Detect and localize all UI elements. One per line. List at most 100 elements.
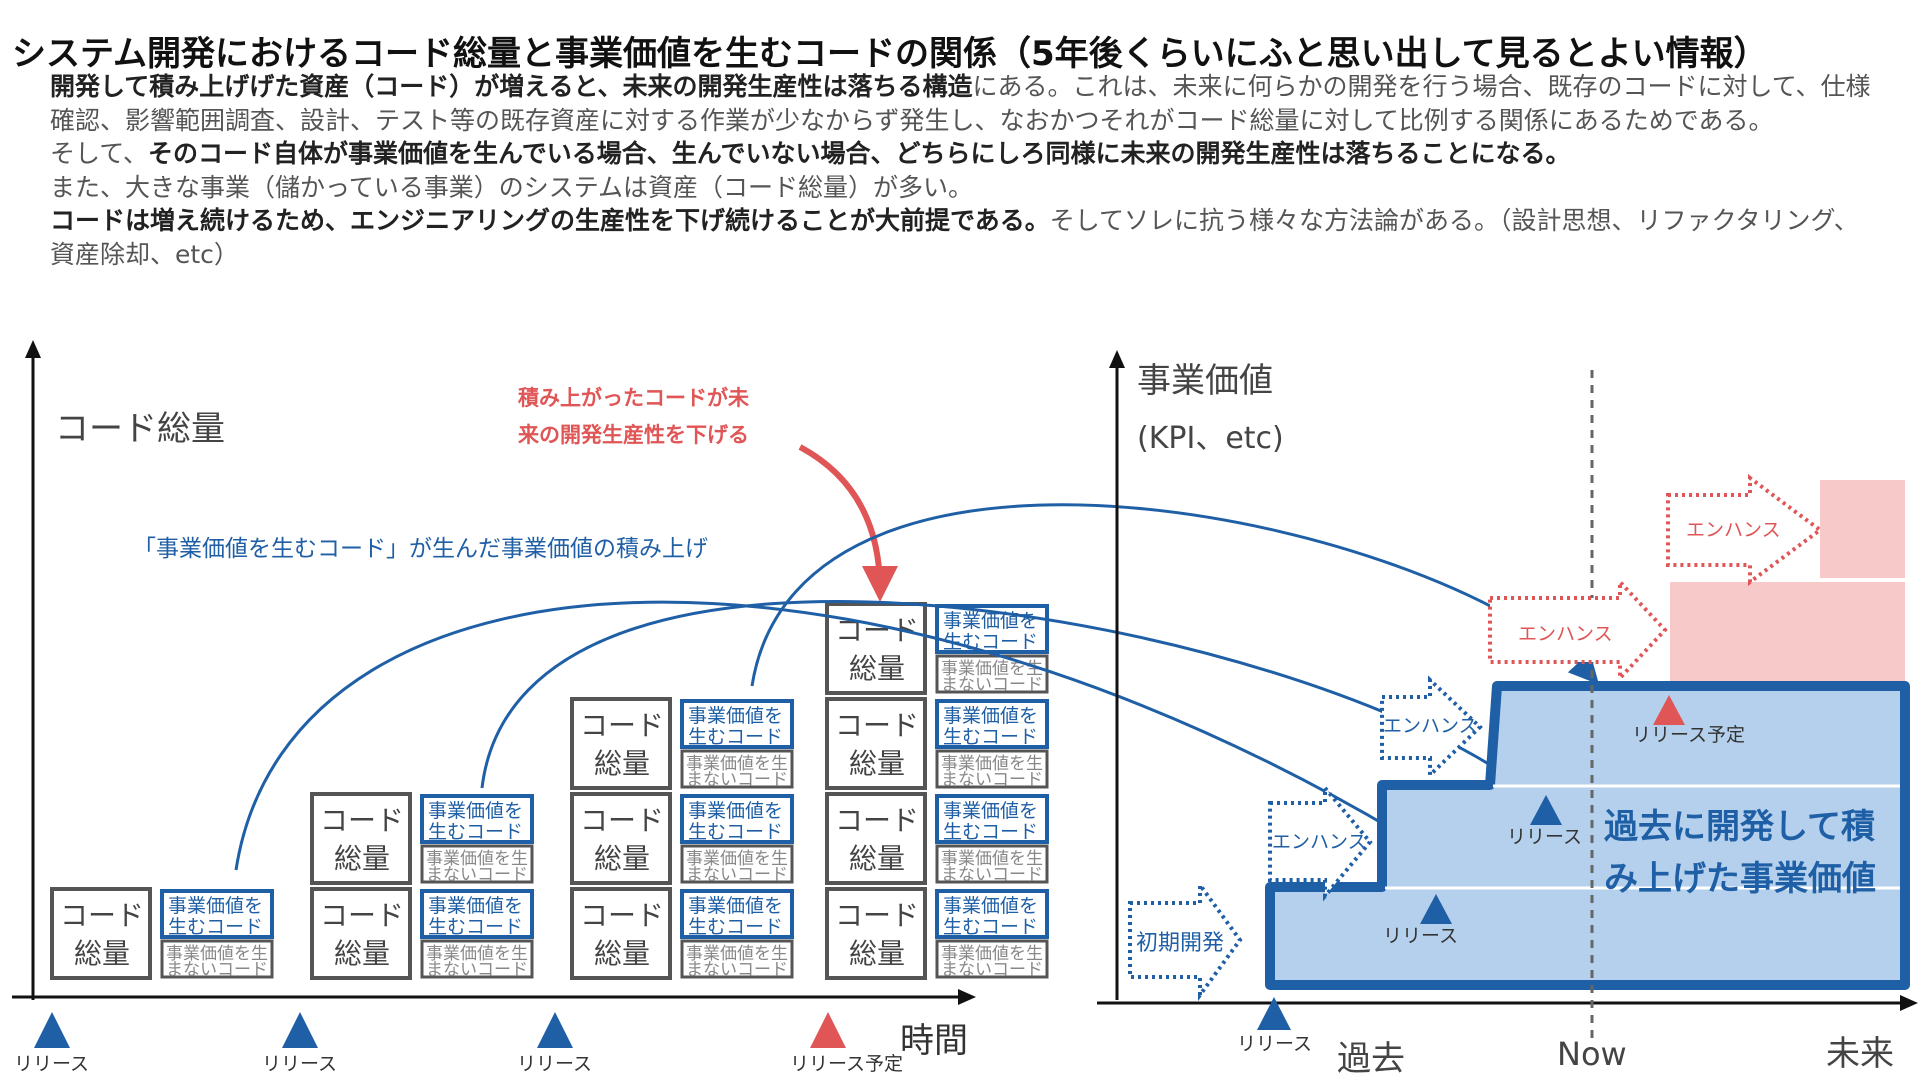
right-release-planned: リリース予定 [1632, 695, 1745, 746]
code-total-label-line2: 総量 [74, 937, 130, 970]
code-stacks: コード総量事業価値を生むコード事業価値を生まないコードコード総量事業価値を生むコ… [50, 602, 1049, 980]
future-value-block-2 [1820, 480, 1905, 578]
code-total-label-line2: 総量 [594, 842, 650, 875]
code-total-label-line2: 総量 [849, 747, 905, 780]
planned-release-marker-icon [1653, 695, 1685, 725]
right-chart: 事業価値 (KPI、etc) 過去 Now 未来 初期開発 エンハンス エンハン… [1097, 350, 1918, 1079]
nonvalue-code-label-line2: まないコード [166, 960, 268, 980]
value-code-label-line1: 事業価値を [428, 895, 523, 917]
nonvalue-code-label-line1: 事業価値を生 [941, 754, 1043, 774]
code-total-label-line1: コード [580, 804, 664, 837]
nonvalue-code-label-line1: 事業価値を生 [941, 849, 1043, 869]
enhance-label-3: エンハンス [1518, 623, 1613, 645]
planned-release-label: リリース予定 [790, 1053, 903, 1075]
nonvalue-code-label-line2: まないコード [941, 960, 1043, 980]
initial-dev-arrow: 初期開発 [1128, 878, 1243, 1002]
code-total-label-line2: 総量 [849, 842, 905, 875]
nonvalue-code-box [680, 844, 794, 884]
value-code-box [935, 794, 1049, 844]
release-marker-icon [1420, 894, 1452, 924]
value-code-label-line1: 事業価値を [943, 800, 1038, 822]
value-code-label-line2: 生むコード [168, 916, 263, 938]
value-code-label-line1: 事業価値を [943, 705, 1038, 727]
code-total-box [570, 887, 672, 980]
value-code-box [935, 889, 1049, 939]
code-total-label-line1: コード [835, 709, 919, 742]
release-label: リリース [1237, 1033, 1312, 1055]
description-paragraph-1: 開発して積み上げげた資産（コード）が増えると、未来の開発生産性は落ちる構造にある… [50, 72, 1871, 135]
nonvalue-code-label-line1: 事業価値を生 [686, 754, 788, 774]
nonvalue-code-box [935, 654, 1049, 694]
description-paragraph-4: コードは増え続けるため、エンジニアリングの生産性を下げ続けることが大前提である。… [50, 206, 1859, 269]
nonvalue-code-label-line1: 事業価値を生 [686, 849, 788, 869]
nonvalue-code-box [160, 939, 274, 979]
release-label: リリース [262, 1053, 337, 1075]
value-code-label-line1: 事業価値を [168, 895, 263, 917]
red-note-line2: 来の開発生産性を下げる [518, 423, 749, 447]
value-code-label-line2: 生むコード [943, 821, 1038, 843]
nonvalue-code-label-line2: まないコード [426, 865, 528, 885]
enhance-arrow-1: エンハンス [1268, 782, 1373, 902]
enhance-label-4: エンハンス [1686, 519, 1781, 541]
code-total-label-line1: コード [60, 899, 144, 932]
code-total-box [825, 887, 927, 980]
right-release-axis: リリース [1237, 997, 1312, 1055]
planned-release-label: リリース予定 [1632, 724, 1745, 746]
right-x-axis-arrow-icon [1900, 995, 1918, 1011]
value-code-label-line2: 生むコード [943, 726, 1038, 748]
code-total-label-line2: 総量 [594, 937, 650, 970]
red-note-arrow [798, 444, 898, 602]
nonvalue-code-label-line2: まないコード [686, 770, 788, 790]
release-marker-icon [537, 1012, 573, 1048]
left-x-axis-arrow-icon [958, 989, 976, 1005]
enhance-arrow-2: エンハンス [1380, 675, 1483, 780]
nonvalue-code-label-line2: まないコード [686, 865, 788, 885]
nonvalue-code-box [935, 844, 1049, 884]
release-marker-icon [34, 1012, 70, 1048]
release-label: リリース [1383, 925, 1458, 947]
nonvalue-code-label-line1: 事業価値を生 [166, 944, 268, 964]
nonvalue-code-box [420, 939, 534, 979]
code-total-label-line2: 総量 [849, 937, 905, 970]
value-code-box [160, 889, 274, 939]
nonvalue-code-label-line1: 事業価値を生 [686, 944, 788, 964]
code-total-label-line1: コード [580, 709, 664, 742]
code-total-box [825, 792, 927, 885]
x-label-past: 過去 [1337, 1039, 1405, 1079]
value-code-label-line2: 生むコード [943, 916, 1038, 938]
code-total-box [310, 792, 412, 885]
nonvalue-code-label-line2: まないコード [941, 865, 1043, 885]
red-note-line1: 積み上がったコードが未 [518, 386, 749, 410]
value-code-box [420, 794, 534, 844]
nonvalue-code-box [420, 844, 534, 884]
code-total-label-line1: コード [320, 899, 404, 932]
code-total-box [825, 697, 927, 790]
value-code-label-line1: 事業価値を [943, 610, 1038, 632]
code-total-label-line1: コード [835, 899, 919, 932]
release-marker-icon [282, 1012, 318, 1048]
nonvalue-code-box [935, 939, 1049, 979]
right-y-label-line1: 事業価値 [1137, 361, 1273, 401]
code-total-label-line1: コード [580, 899, 664, 932]
value-code-box [935, 699, 1049, 749]
value-code-label-line1: 事業価値を [688, 895, 783, 917]
code-total-label-line1: コード [835, 804, 919, 837]
planned-release-marker-icon [810, 1012, 846, 1048]
accumulated-value-label-line1: 過去に開発して積 [1604, 807, 1875, 847]
blue-note: 「事業価値を生むコード」が生んだ事業価値の積み上げ [133, 536, 708, 562]
value-code-label-line2: 生むコード [688, 726, 783, 748]
initial-dev-label: 初期開発 [1136, 931, 1224, 956]
right-release-inner-1: リリース [1383, 894, 1458, 947]
code-total-label-line2: 総量 [594, 747, 650, 780]
value-code-box [680, 794, 794, 844]
left-release-markers: リリースリリースリリースリリース予定 [14, 1012, 903, 1075]
left-chart: コード総量 時間 積み上がったコードが未 来の開発生産性を下げる 「事業価値を生… [12, 340, 1049, 1075]
code-total-label-line2: 総量 [334, 842, 390, 875]
description-paragraph-2: そして、そのコード自体が事業価値を生んでいる場合、生んでいない場合、どちらにしろ… [50, 139, 1571, 168]
nonvalue-code-label-line2: まないコード [426, 960, 528, 980]
description: 開発して積み上げげた資産（コード）が増えると、未来の開発生産性は落ちる構造にある… [50, 70, 1880, 271]
nonvalue-code-box [680, 939, 794, 979]
value-code-box [680, 889, 794, 939]
nonvalue-code-label-line2: まないコード [941, 675, 1043, 695]
